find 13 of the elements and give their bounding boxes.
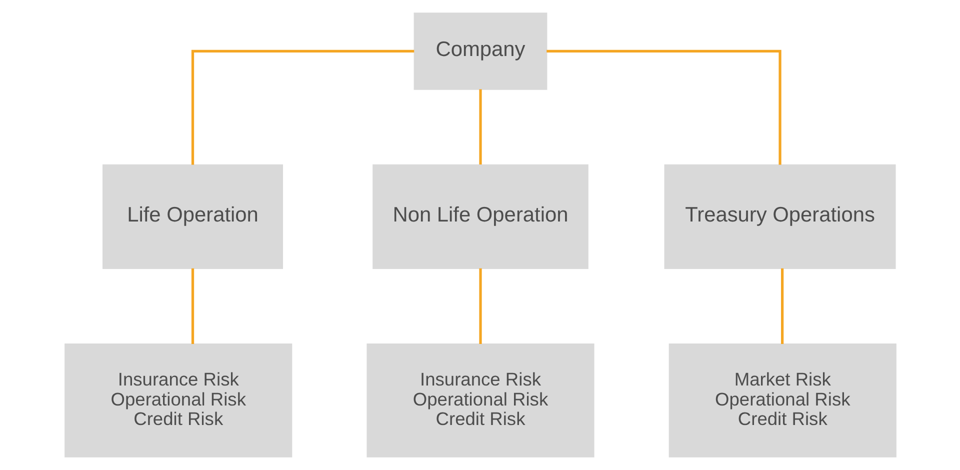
node-box: Company [413, 12, 547, 90]
connector [780, 268, 784, 344]
node-box: Non Life Operation [372, 164, 588, 269]
node-box: Treasury Operations [664, 164, 896, 269]
connector [190, 268, 194, 344]
node-box: Market Risk Operational Risk Credit Risk [668, 344, 896, 458]
connector [478, 89, 482, 164]
node-box: Insurance Risk Operational Risk Credit Risk [366, 344, 594, 458]
connector [546, 50, 781, 165]
connector [478, 268, 482, 344]
connector [190, 50, 414, 165]
node-box: Life Operation [102, 164, 282, 269]
node-box: Insurance Risk Operational Risk Credit Risk [64, 344, 292, 458]
